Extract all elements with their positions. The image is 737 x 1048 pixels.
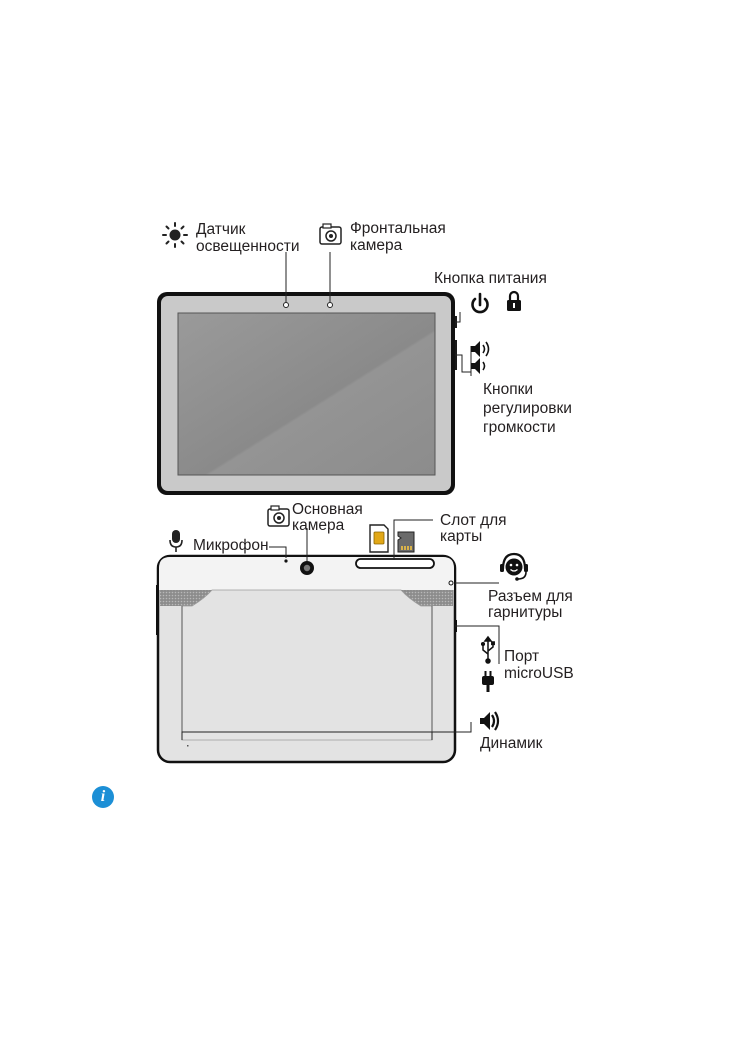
volume-buttons-label-line-3: громкости [483, 419, 556, 436]
speaker-grille-right [401, 590, 453, 606]
light-sensor-label-line-1: Датчик [196, 221, 246, 238]
microphone-hole [284, 559, 288, 563]
light-sensor-dot [283, 302, 289, 308]
front-camera-dot [327, 302, 333, 308]
main-camera-icon [267, 505, 290, 527]
main-camera-label-line-1: Основная [292, 501, 363, 518]
headset-jack-label-line-1: Разъем для [488, 588, 573, 605]
microphone-icon [169, 530, 183, 552]
volume-up-icon [471, 341, 490, 357]
front-camera-label-line-2: камера [350, 237, 403, 254]
power-icon [471, 292, 489, 314]
sun-icon [162, 222, 188, 248]
front-camera-icon [319, 223, 342, 245]
sim-card-icon [369, 524, 389, 553]
volume-buttons-label-line-1: Кнопки [483, 381, 534, 398]
usb-port-label-line-2: microUSB [504, 665, 574, 682]
tablet-front [157, 292, 457, 495]
plug-icon [482, 671, 494, 692]
speaker-icon [480, 711, 500, 731]
power-button-label: Кнопка питания [434, 270, 547, 287]
microphone-label: Микрофон [193, 537, 269, 554]
usb-icon [480, 635, 495, 664]
lock-icon [507, 290, 521, 311]
volume-buttons-label-line-2: регулировки [483, 400, 572, 417]
speaker-grille-left [160, 590, 212, 606]
volume-down-icon [471, 358, 486, 374]
speaker-label: Динамик [480, 735, 543, 752]
light-sensor-label-line-2: освещенности [196, 238, 300, 255]
card-slot-label-line-1: Слот для [440, 512, 507, 529]
front-camera-label-line-1: Фронтальная [350, 220, 446, 237]
headset-icon [500, 552, 528, 581]
usb-port-label-line-1: Порт [504, 648, 540, 665]
headset-jack [448, 580, 454, 586]
card-slot [355, 558, 435, 569]
back-leader-lines [181, 519, 500, 740]
microsd-card-icon [397, 531, 415, 553]
tablet-back [156, 554, 457, 764]
front-leader-lines [285, 252, 472, 376]
front-screen [177, 312, 436, 476]
main-camera-label-line-2: камера [292, 517, 345, 534]
info-icon: i [92, 786, 114, 808]
card-slot-label-line-2: карты [440, 528, 483, 545]
headset-jack-label-line-2: гарнитуры [488, 604, 563, 621]
